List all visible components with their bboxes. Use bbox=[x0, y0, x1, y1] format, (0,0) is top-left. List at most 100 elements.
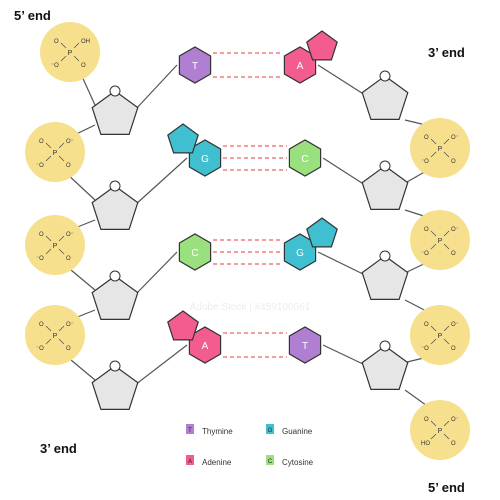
base-letter: C bbox=[191, 248, 198, 259]
ring-oxygen bbox=[379, 70, 391, 82]
phosphate-o: O bbox=[39, 232, 44, 238]
phosphate-o: ⁻O bbox=[36, 346, 44, 352]
p-bond bbox=[45, 325, 52, 332]
phosphate-o: O⁻ bbox=[451, 322, 459, 328]
glycosidic-bond bbox=[134, 64, 178, 111]
p-bond bbox=[443, 151, 450, 158]
glycosidic-bond bbox=[134, 251, 178, 296]
five-prime-end-label-bottom: 5’ end bbox=[428, 480, 465, 495]
ring-oxygen bbox=[109, 270, 121, 282]
glycosidic-bond bbox=[317, 64, 366, 96]
sugar-pentagon bbox=[91, 90, 139, 135]
sugar-left-2 bbox=[91, 180, 139, 230]
base-letter: T bbox=[192, 61, 198, 72]
phosphate-p: P bbox=[438, 333, 443, 340]
base-left-3: C bbox=[178, 233, 212, 271]
phosphate-o: O⁻ bbox=[451, 227, 459, 233]
phosphate-o: HO bbox=[421, 441, 430, 447]
five-prime-end-label-top: 5’ end bbox=[14, 8, 51, 23]
watermark: Adobe Stock | #459100661 bbox=[190, 302, 311, 313]
phosphate-circle bbox=[25, 215, 85, 275]
p-bond bbox=[430, 433, 437, 440]
legend-adenine-swatch bbox=[186, 455, 194, 465]
phosphate-p: P bbox=[53, 333, 58, 340]
p-bond bbox=[58, 155, 65, 162]
base-right-3: G bbox=[283, 217, 338, 271]
legend-guanine-letter: G bbox=[268, 428, 273, 434]
legend-icons: T A G C bbox=[186, 424, 274, 465]
phosphate-o: O⁻ bbox=[66, 322, 74, 328]
phosphate-o: ⁻O bbox=[36, 256, 44, 262]
base-letter: G bbox=[296, 248, 304, 259]
glycosidic-bond bbox=[134, 344, 188, 386]
phosphate-circle bbox=[25, 305, 85, 365]
p-bond bbox=[430, 420, 437, 427]
phosphate-left-4: PO⁻OO⁻O bbox=[25, 305, 85, 365]
base-left-1: T bbox=[178, 46, 212, 84]
p-bond bbox=[443, 230, 450, 237]
base-ring bbox=[288, 139, 322, 177]
phosphate-o: O bbox=[451, 251, 456, 257]
legend-adenine-letter: A bbox=[188, 459, 192, 465]
ring-oxygen bbox=[109, 180, 121, 192]
phosphate-o: ⁻O bbox=[421, 346, 429, 352]
p-bond bbox=[443, 433, 450, 440]
ring-oxygen bbox=[379, 340, 391, 352]
phosphate-left-3: PO⁻OO⁻O bbox=[25, 215, 85, 275]
p-bond bbox=[73, 42, 80, 49]
phosphate-right-3: PO⁻OO⁻O bbox=[410, 305, 470, 365]
sugar-pentagon bbox=[91, 275, 139, 320]
base-ring bbox=[178, 46, 212, 84]
base-pentagon bbox=[167, 310, 199, 341]
phosphate-left-2: PO⁻OO⁻O bbox=[25, 122, 85, 182]
base-pentagon bbox=[306, 30, 338, 61]
sugar-pentagon bbox=[91, 185, 139, 230]
ring-oxygen bbox=[109, 85, 121, 97]
base-ring bbox=[288, 326, 322, 364]
p-bond bbox=[58, 338, 65, 345]
phosphate-o: O bbox=[451, 346, 456, 352]
legend-thymine-letter: T bbox=[188, 428, 192, 434]
phosphate-p: P bbox=[53, 150, 58, 157]
phosphate-right-1: PO⁻OO⁻O bbox=[410, 118, 470, 178]
hydrogen-bonds bbox=[213, 52, 287, 358]
sugar-pentagon bbox=[361, 75, 409, 121]
p-bond bbox=[443, 325, 450, 332]
phosphate-o: ⁻O bbox=[421, 251, 429, 257]
ring-oxygen bbox=[379, 160, 391, 172]
p-bond bbox=[443, 420, 450, 427]
sugar-right-1 bbox=[361, 70, 409, 121]
p-bond bbox=[430, 230, 437, 237]
sugar-left-3 bbox=[91, 270, 139, 320]
p-bond bbox=[45, 142, 52, 149]
phosphate-groups: POHOO⁻OPO⁻OO⁻OPO⁻OO⁻OPO⁻OO⁻OPO⁻OO⁻OPO⁻OO… bbox=[25, 22, 470, 460]
base-letter: G bbox=[201, 154, 209, 165]
sugar-rings bbox=[91, 70, 409, 410]
phosphate-p: P bbox=[53, 243, 58, 250]
glycosidic-bond bbox=[322, 344, 366, 366]
phosphate-o: O bbox=[66, 163, 71, 169]
phosphate-o: O bbox=[54, 39, 59, 45]
base-pentagon bbox=[167, 123, 199, 154]
phosphate-o: O bbox=[424, 417, 429, 423]
sugar-pentagon bbox=[361, 255, 409, 300]
p-bond bbox=[443, 338, 450, 345]
phosphate-o: O bbox=[451, 159, 456, 165]
p-bond bbox=[443, 243, 450, 250]
p-bond bbox=[430, 325, 437, 332]
base-pentagon bbox=[306, 217, 338, 248]
legend-cytosine-letter: C bbox=[268, 459, 273, 465]
p-bond bbox=[58, 142, 65, 149]
p-bond bbox=[45, 235, 52, 242]
phosphate-o: O⁻ bbox=[66, 139, 74, 145]
phosphate-o: ⁻O bbox=[36, 163, 44, 169]
legend-thymine-swatch bbox=[186, 424, 194, 434]
phosphate-circle bbox=[40, 22, 100, 82]
phosphate-o: O bbox=[81, 63, 86, 69]
base-letter: A bbox=[202, 341, 209, 352]
phosphate-o: ⁻O bbox=[51, 63, 59, 69]
